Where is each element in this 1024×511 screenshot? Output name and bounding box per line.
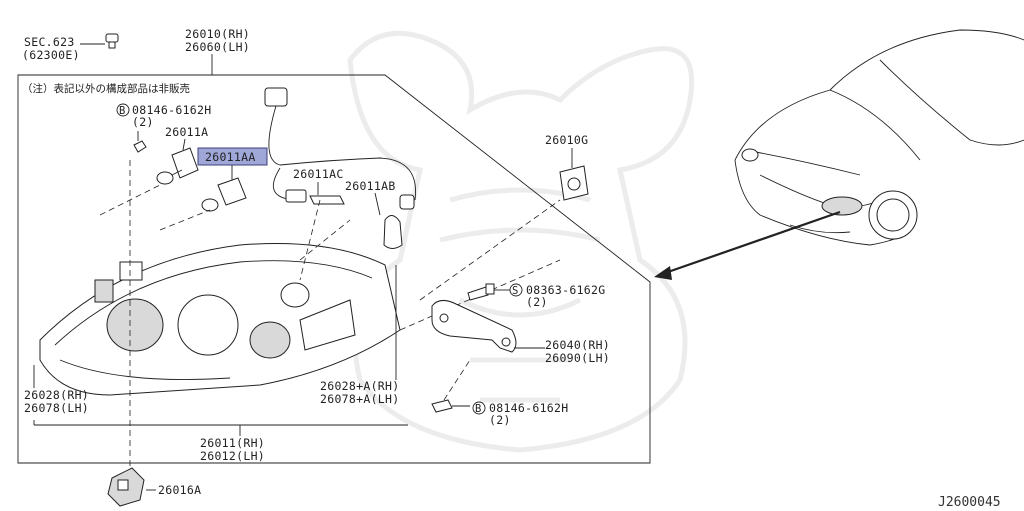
b-symbol-top [116,103,130,117]
bolt-top-qty: (2) [132,115,154,129]
bulb-ac-part [309,195,345,205]
diagram-code: J2600045 [938,495,1001,510]
bulb-ac-label: 26011AC [293,167,344,181]
b-symbol-top-text: B [119,105,125,117]
left-rh-label: 26028(RH) [24,388,89,402]
bolt-top-part [133,131,147,153]
main-rh-label: 26011(RH) [200,436,265,450]
bolt-bottom-qty: (2) [489,413,511,427]
car-illustration [734,29,1024,246]
bulb-aa-label: 26011AA [205,150,256,164]
bulb-aa-part [201,177,247,212]
sec-label: SEC.623 [24,35,75,49]
clip-screw-part [80,33,119,49]
bulb-ab-label: 26011AB [345,179,396,193]
actuator-label: 26016A [158,483,201,497]
left-lh-label: 26078(LH) [24,401,89,415]
group-boundary [17,74,651,464]
leader-bulb-ab [374,192,381,216]
s-symbol [509,283,523,297]
bracket-rh-label: 26040(RH) [545,338,610,352]
actuator-part [107,467,145,507]
sec-sub-label: (62300E) [22,48,80,62]
rh-top-label: 26010(RH) [185,27,250,41]
main-lh-label: 26012(LH) [200,449,265,463]
reference-arrow [654,210,841,280]
mid-lh-label: 26078+A(LH) [320,392,399,406]
s-symbol-text: S [512,285,518,297]
bracket-part [431,300,517,353]
mid-rh-label: 26028+A(RH) [320,379,399,393]
screw-part [467,283,495,301]
leader-bulb-a [182,138,186,151]
socket-g-part [559,165,589,201]
wiring-harness [264,87,417,210]
bracket-lh-label: 26090(LH) [545,351,610,365]
bolt-bottom-part [431,399,470,413]
bulb-a-part [156,147,199,185]
bolt-top-label: 08146-6162H [132,103,211,117]
b-symbol-bottom-text: B [475,403,481,415]
b-symbol-bottom [472,401,486,415]
note-text: （注）表記以外の構成部品は非販売 [22,82,190,95]
headlamp-assembly [39,243,401,396]
screw-label: 08363-6162G [526,283,605,297]
dash-bolt-bottom [443,359,471,401]
bulb-ab-part [383,215,403,249]
bolt-bottom-label: 08146-6162H [489,401,568,415]
bulb-a-label: 26011A [165,125,208,139]
socket-g-label: 26010G [545,133,588,147]
bulb-aa-highlight[interactable] [197,147,268,166]
lh-top-label: 26060(LH) [185,40,250,54]
screw-qty: (2) [526,295,548,309]
dashed-leaders [99,160,561,500]
